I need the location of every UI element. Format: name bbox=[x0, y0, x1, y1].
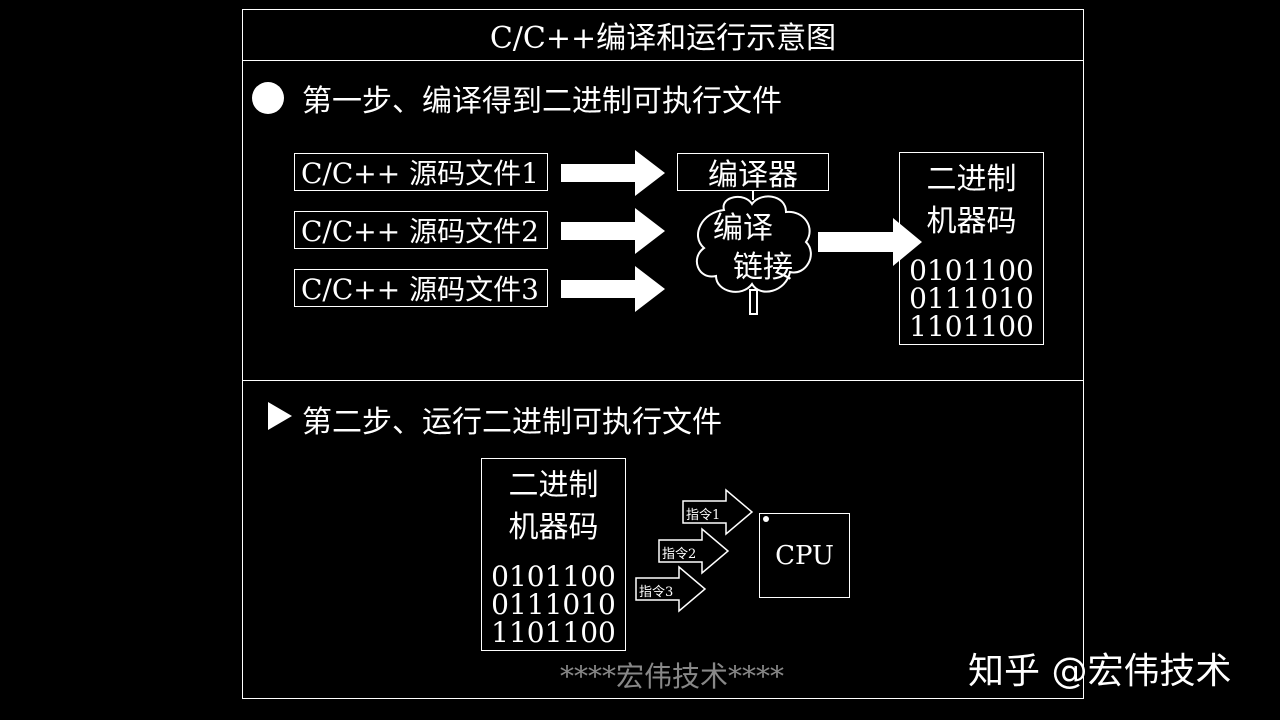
cloud-icon bbox=[695, 195, 812, 293]
binary-code-line: 0101100 bbox=[909, 254, 1034, 287]
arrow-right-icon bbox=[635, 565, 707, 613]
binary-machine-code-box: 二进制 机器码 0101100 0111010 1101100 bbox=[481, 458, 626, 651]
binary-code-line: 0111010 bbox=[909, 282, 1034, 315]
arrow-right-icon bbox=[561, 150, 665, 196]
binary-code-line: 0111010 bbox=[491, 588, 616, 621]
cpu-box: CPU bbox=[759, 513, 850, 598]
step2-label: 第二步、运行二进制可执行文件 bbox=[302, 405, 722, 440]
section-divider bbox=[242, 380, 1084, 381]
binary-label: 二进制 bbox=[926, 162, 1017, 197]
arrow-right-icon bbox=[561, 208, 665, 254]
binary-machine-code-box: 二进制 机器码 0101100 0111010 1101100 bbox=[899, 152, 1044, 345]
instruction-1-label: 指令1 bbox=[686, 508, 721, 523]
source-file-3: C/C++ 源码文件3 bbox=[294, 269, 548, 307]
cloud-label-compile: 编译 bbox=[713, 211, 773, 246]
binary-code-line: 1101100 bbox=[909, 310, 1034, 343]
binary-label: 二进制 bbox=[508, 468, 599, 503]
arrow-right-icon bbox=[561, 266, 665, 312]
source-file-1: C/C++ 源码文件1 bbox=[294, 153, 548, 191]
machine-code-label: 机器码 bbox=[926, 204, 1017, 239]
circle-bullet-icon bbox=[252, 82, 284, 114]
cpu-pin-dot bbox=[763, 516, 769, 522]
instruction-2-label: 指令2 bbox=[662, 547, 697, 562]
cloud-label-link: 链接 bbox=[733, 250, 793, 285]
compiler-box: 编译器 bbox=[677, 153, 829, 193]
arrow-right-icon bbox=[658, 527, 730, 575]
step1-label: 第一步、编译得到二进制可执行文件 bbox=[302, 84, 782, 119]
diagram-frame bbox=[242, 9, 1084, 699]
arrow-right-icon bbox=[818, 218, 922, 266]
watermark-center: ****宏伟技术**** bbox=[560, 660, 785, 693]
arrow-right-icon bbox=[682, 488, 754, 536]
instruction-3-label: 指令3 bbox=[639, 585, 674, 600]
diagram-title: C/C++编译和运行示意图 bbox=[242, 9, 1084, 61]
source-file-2: C/C++ 源码文件2 bbox=[294, 211, 548, 249]
binary-code-line: 1101100 bbox=[491, 616, 616, 649]
machine-code-label: 机器码 bbox=[508, 510, 599, 545]
triangle-bullet-icon bbox=[268, 402, 292, 430]
watermark-corner: 知乎 @宏伟技术 bbox=[968, 651, 1232, 692]
binary-code-line: 0101100 bbox=[491, 560, 616, 593]
